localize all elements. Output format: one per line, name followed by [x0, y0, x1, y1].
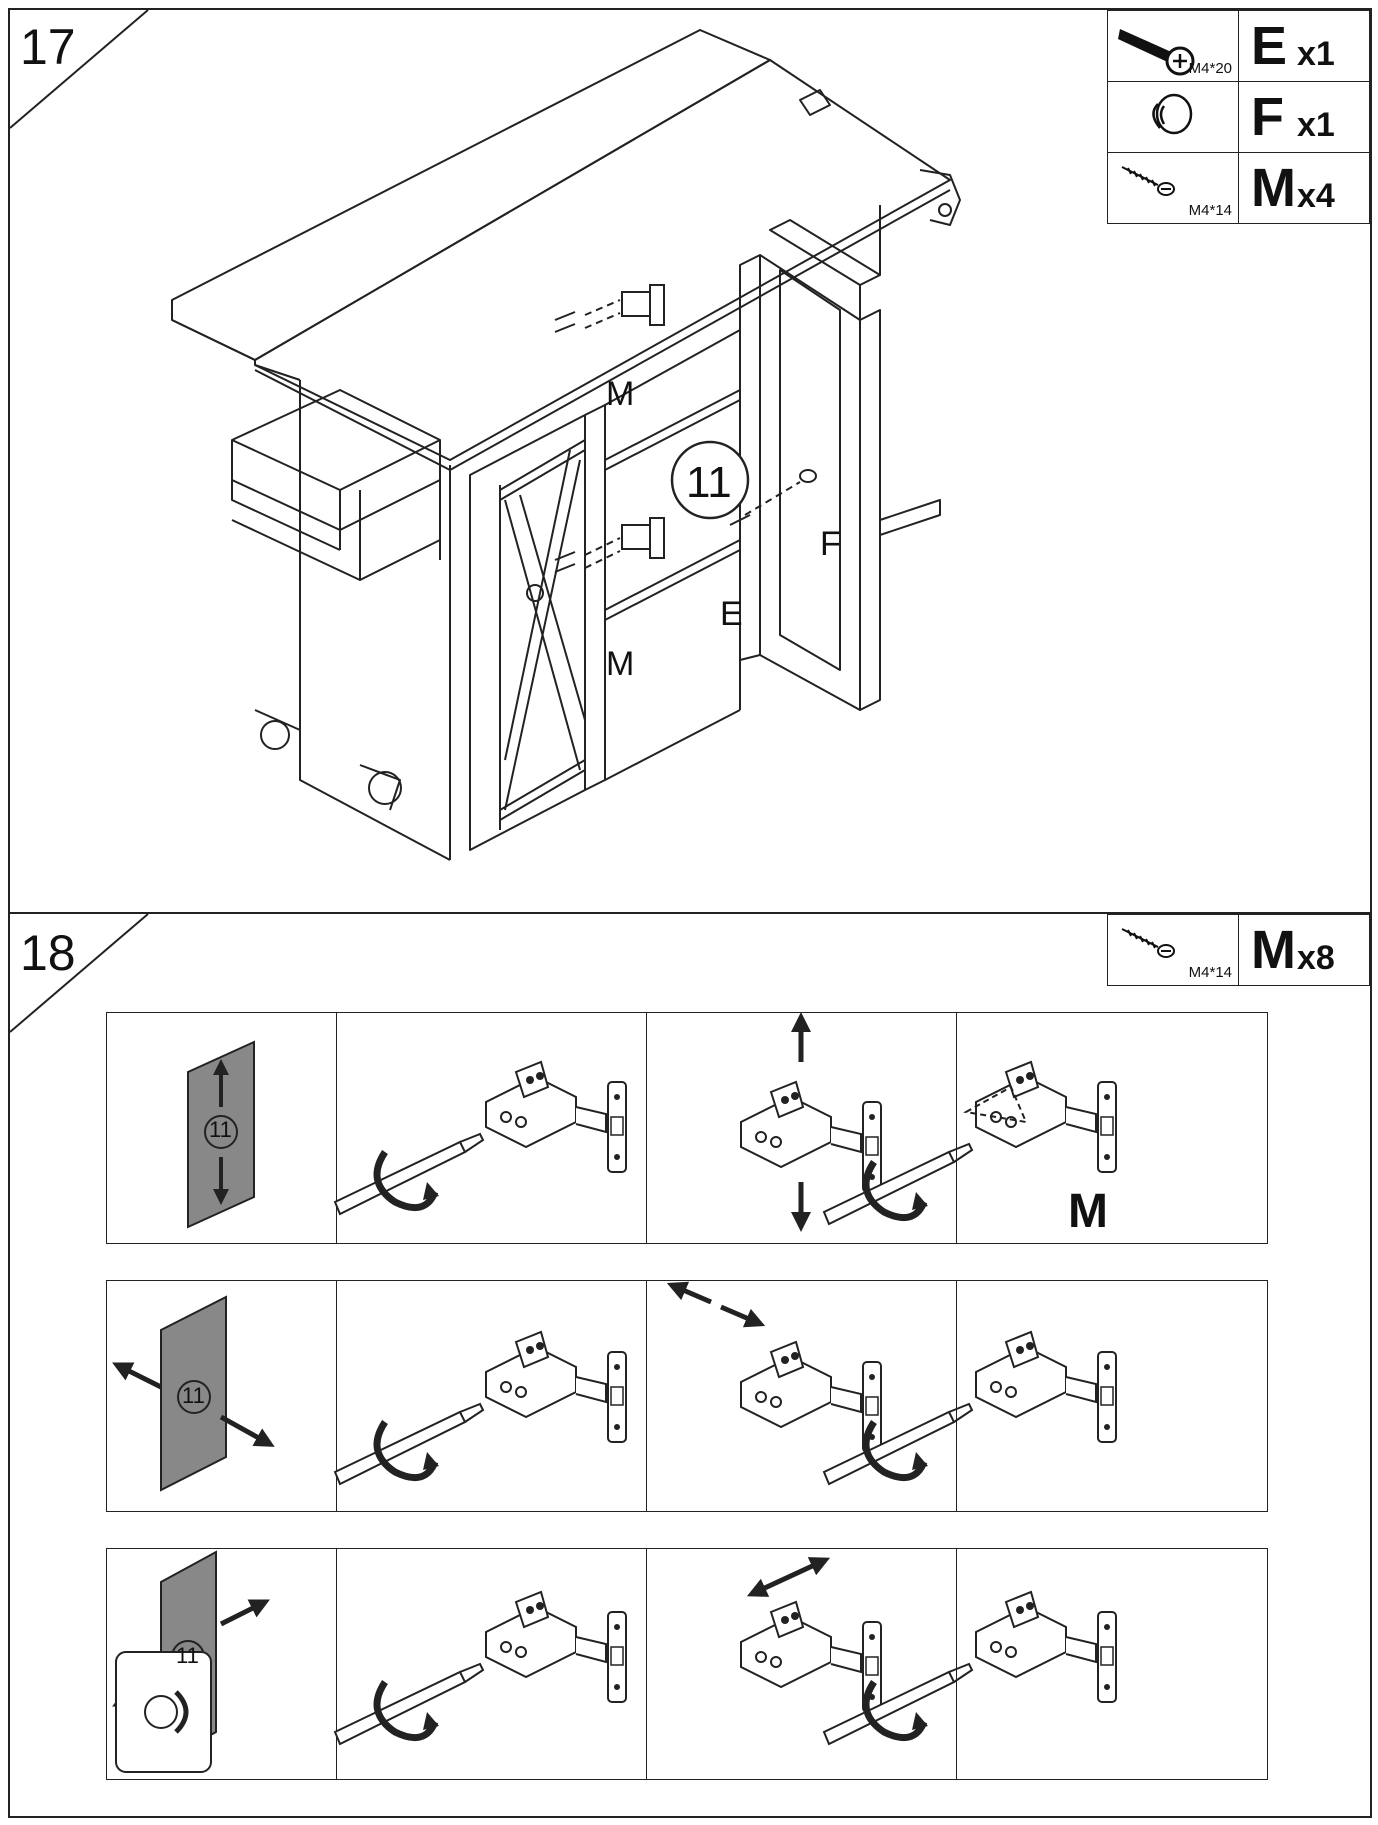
row1-door-panel [187, 1040, 255, 1229]
part-m-qty-cell: M x4 [1238, 152, 1370, 224]
step-17-parts-table: M4*20 E x1 F x1 [1107, 10, 1370, 224]
row1-cell-shift [646, 1013, 957, 1243]
step-17-number: 17 [20, 19, 76, 75]
part-row-m: M4*14 M x4 [1107, 152, 1370, 224]
hinge-adjustment-illustrations [112, 1012, 1117, 1773]
part-e-size: M4*20 [1188, 60, 1232, 77]
step18-part-m-letter: M [1251, 920, 1296, 980]
row2-panel-number: 11 [182, 1383, 205, 1408]
part-f-letter: F [1251, 87, 1284, 147]
row2-cell-screwdriver [336, 1281, 647, 1511]
adjust-row-horizontal [106, 1280, 1268, 1512]
row2-door-panel [112, 1295, 275, 1492]
screw-callout-m: M [1068, 1185, 1108, 1238]
adjust-row-vertical [106, 1012, 1268, 1244]
bolt-callout: E [720, 595, 743, 633]
row3-panel-number: 11 [176, 1643, 199, 1668]
cabinet-illustration [171, 29, 961, 861]
step18-part-m-qty: x8 [1297, 939, 1335, 977]
bolt-icon [1118, 29, 1195, 76]
part-row-f: F x1 [1107, 81, 1370, 153]
knob-icon [1152, 93, 1193, 135]
row2-cell-door [107, 1281, 337, 1511]
detail-inset [115, 1651, 212, 1773]
part-f-qty: x1 [1297, 106, 1335, 144]
screw-icon [1121, 166, 1175, 196]
step-18-number: 18 [20, 925, 76, 981]
row1-cell-door [107, 1013, 337, 1243]
part-f-icon-cell [1107, 81, 1239, 153]
row3-cell-shift [646, 1549, 957, 1779]
knob-callout: F [820, 525, 841, 563]
section-divider [8, 912, 1372, 914]
adjust-row-depth [106, 1548, 1268, 1780]
step18-part-m-qty-cell: M x8 [1238, 914, 1370, 986]
part-m-qty: x4 [1297, 177, 1335, 215]
door-panel-number: 11 [686, 458, 732, 507]
row3-cell-screwdriver [336, 1549, 647, 1779]
row2-cell-shift [646, 1281, 957, 1511]
part-row-e: M4*20 E x1 [1107, 10, 1370, 82]
row3-cell-door [107, 1549, 337, 1779]
part-m-size: M4*14 [1188, 202, 1232, 219]
step-18-corner [9, 913, 149, 1033]
hinge-screw-callout-bottom: M [606, 645, 635, 683]
part-f-qty-cell: F x1 [1238, 81, 1370, 153]
part-row-m-step18: M4*14 M x8 [1107, 914, 1370, 986]
step-17-corner [9, 9, 149, 129]
part-e-qty-cell: E x1 [1238, 10, 1370, 82]
row1-panel-number: 11 [209, 1117, 232, 1142]
part-e-letter: E [1251, 16, 1288, 76]
part-e-icon-cell: M4*20 [1107, 10, 1239, 82]
part-m-letter: M [1251, 158, 1296, 218]
screw-icon [1121, 928, 1175, 958]
step18-part-m-icon-cell: M4*14 [1107, 914, 1239, 986]
step-18-parts-table: M4*14 M x8 [1107, 914, 1370, 986]
hinge-screw-callout-top: M [606, 375, 635, 413]
row1-cell-hinge [646, 1013, 647, 1243]
part-m-icon-cell: M4*14 [1107, 152, 1239, 224]
step18-part-m-size: M4*14 [1188, 964, 1232, 981]
part-e-qty: x1 [1297, 35, 1335, 73]
